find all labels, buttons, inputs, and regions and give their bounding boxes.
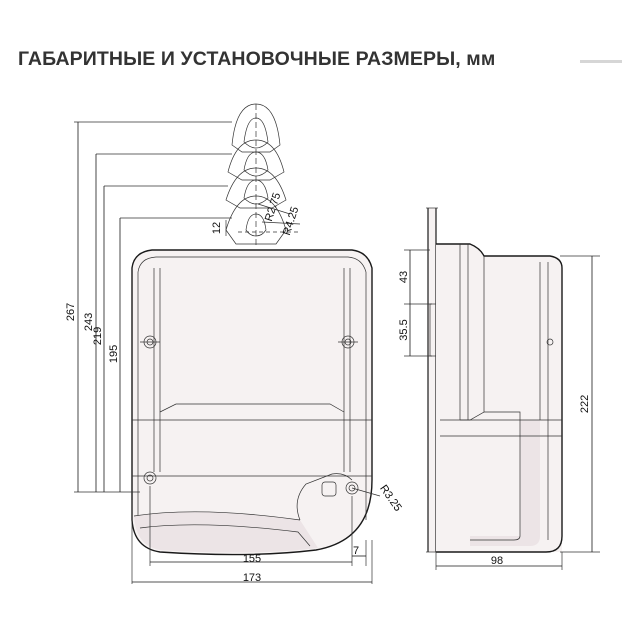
side-dimensions: 43 35.5 222 98 — [398, 249, 600, 570]
mounting-screw-bottom-left — [143, 471, 157, 485]
dim-98: 98 — [491, 555, 503, 567]
meter-body-front — [131, 249, 373, 556]
front-view: 267 243 219 195 12 R2.75 R4.25 R3.25 — [65, 103, 404, 584]
header: ГАБАРИТНЫЕ И УСТАНОВОЧНЫЕ РАЗМЕРЫ, мм — [18, 44, 622, 78]
title-accent-rule — [580, 60, 622, 63]
dim-43: 43 — [398, 271, 410, 283]
height-dimensions: 267 243 219 195 — [65, 121, 232, 493]
dim-195: 195 — [108, 345, 120, 363]
dim-243: 243 — [83, 313, 95, 331]
mounting-slot-bottom-right — [321, 481, 359, 497]
side-view: 43 35.5 222 98 — [398, 207, 600, 570]
hanging-hook — [225, 103, 300, 246]
dim-r3-25: R3.25 — [377, 483, 404, 514]
dim-35-5: 35.5 — [398, 319, 410, 340]
meter-body-side — [436, 243, 563, 553]
page-title: ГАБАРИТНЫЕ И УСТАНОВОЧНЫЕ РАЗМЕРЫ, мм — [18, 48, 496, 70]
mounting-screw-right — [338, 335, 358, 349]
dim-hook-12: 12 — [211, 222, 223, 234]
width-dimensions: 155 173 7 — [131, 486, 373, 584]
dim-173: 173 — [243, 572, 261, 584]
dim-267: 267 — [65, 303, 77, 321]
dim-r4-25: R4.25 — [281, 205, 301, 237]
dim-7: 7 — [353, 545, 359, 557]
mounting-screw-left — [140, 335, 160, 349]
dim-219: 219 — [92, 327, 104, 345]
dim-222: 222 — [579, 395, 591, 413]
dim-155: 155 — [243, 553, 261, 565]
dim-r2-75: R2.75 — [263, 191, 283, 223]
